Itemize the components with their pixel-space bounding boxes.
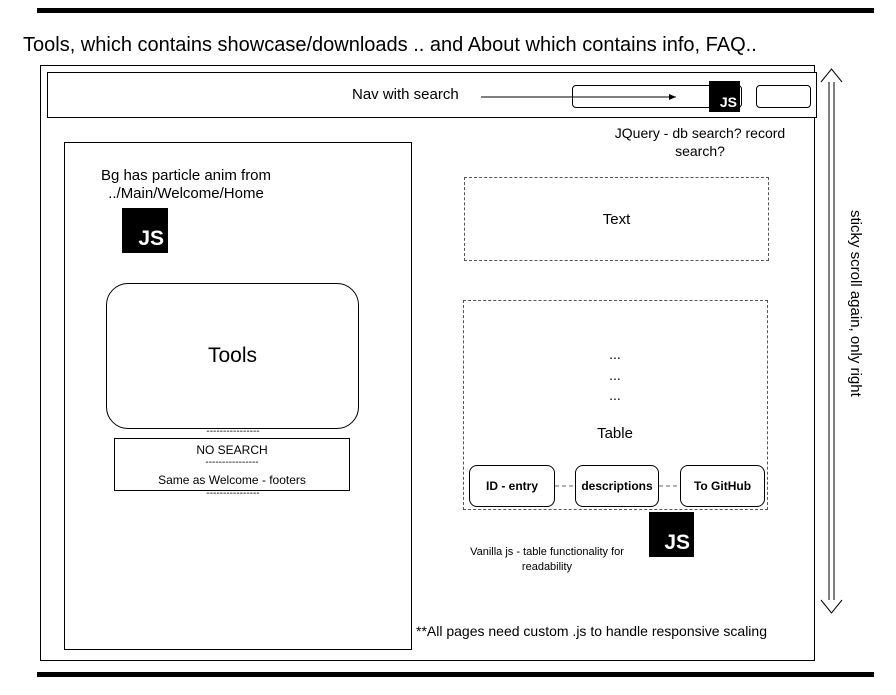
vanilla-note: Vanilla js - table functionality for rea… <box>446 545 648 575</box>
footer-dashes-mid: ---------------- <box>205 457 259 468</box>
column-id-entry[interactable]: ID - entry <box>469 465 555 507</box>
nav-label: Nav with search <box>352 86 459 103</box>
ellipsis-1: ... <box>609 346 621 362</box>
tools-card[interactable]: Tools <box>106 283 359 429</box>
bg-note-line-1: Bg has particle anim from <box>100 167 272 184</box>
page-frame <box>40 65 815 661</box>
sticky-scroll-note: sticky scroll again, only right <box>847 210 864 397</box>
vanilla-note-line-1: Vanilla js - table functionality for <box>470 546 624 558</box>
js-logo-icon: JS <box>122 208 168 253</box>
vanilla-note-line-2: readability <box>521 561 573 573</box>
tools-label: Tools <box>207 344 258 367</box>
sticky-scroll-arrow <box>820 68 843 614</box>
page-title: Tools, which contains showcase/downloads… <box>23 34 757 56</box>
ellipsis-3: ... <box>609 387 621 403</box>
footer-box <box>114 438 350 491</box>
top-rule <box>37 8 874 13</box>
nav-bar <box>47 72 817 118</box>
table-box <box>463 300 768 510</box>
text-box: Text <box>464 177 769 261</box>
bg-note-line-2: ../Main/Welcome/Home <box>108 185 264 202</box>
ellipsis-2: ... <box>609 367 621 383</box>
footer-note: **All pages need custom .js to handle re… <box>416 623 767 639</box>
footer-same-as: Same as Welcome - footers <box>158 473 306 487</box>
text-box-label: Text <box>602 210 631 228</box>
left-panel <box>64 142 412 650</box>
search-button[interactable] <box>756 85 811 108</box>
footer-dashes-bottom: ---------------- <box>206 488 260 499</box>
jquery-note: JQuery - db search? record search? <box>588 124 812 160</box>
footer-no-search: NO SEARCH <box>196 443 268 457</box>
search-input[interactable] <box>572 85 742 108</box>
footer-dashes-top: ---------------- <box>206 426 260 437</box>
table-label: Table <box>597 425 633 442</box>
jquery-note-line-1: JQuery - db search? record <box>614 125 786 141</box>
column-descriptions[interactable]: descriptions <box>575 465 659 507</box>
jquery-note-line-2: search? <box>675 143 725 159</box>
js-logo-icon: JS <box>709 81 740 112</box>
bg-note: Bg has particle anim from ../Main/Welcom… <box>66 167 306 203</box>
column-to-github[interactable]: To GitHub <box>680 465 765 507</box>
js-logo-icon: JS <box>649 512 694 557</box>
bottom-rule <box>37 672 874 677</box>
